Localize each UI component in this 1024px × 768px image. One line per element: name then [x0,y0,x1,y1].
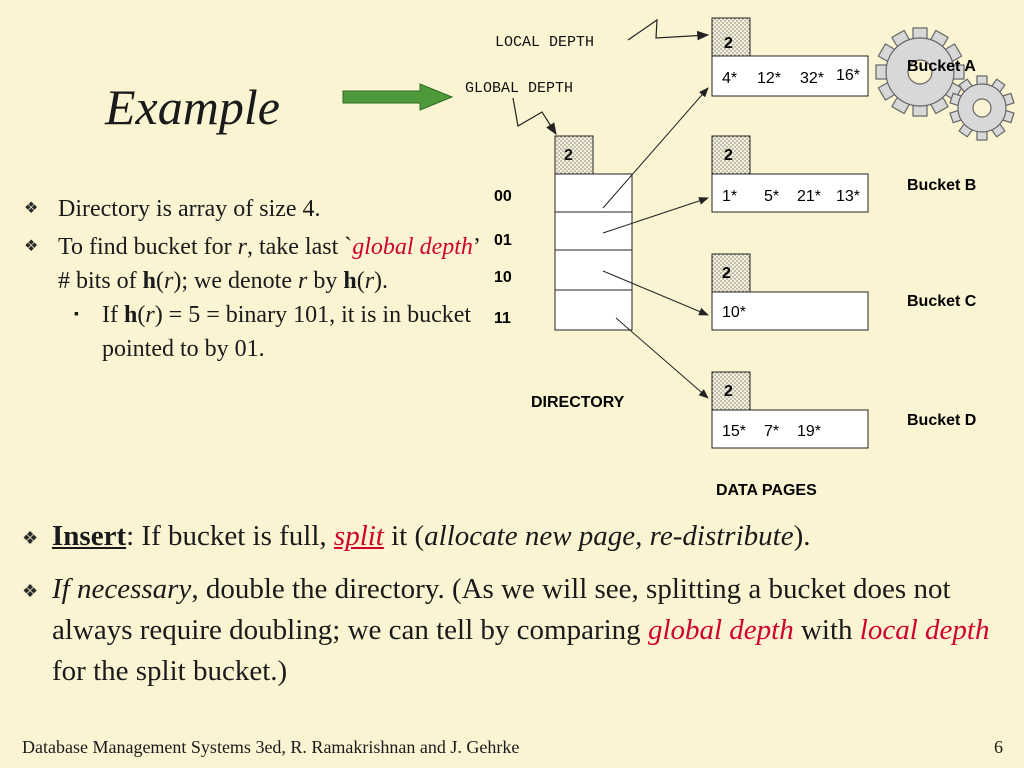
bucket-b-local-depth-box [711,135,751,175]
local-depth-label: LOCAL DEPTH [495,34,594,51]
double-directory-text: If necessary, double the directory. (As … [52,573,990,687]
bucket-b-entry: 13* [836,188,860,205]
global-depth-box [554,135,594,175]
bucket-d-entry: 15* [722,423,746,440]
bottom-bullet-list: ❖ Insert: If bucket is full, split it (a… [22,516,1007,704]
bucket-a-local-depth: 2 [724,35,733,52]
insert-text: Insert: If bucket is full, split it (all… [52,520,811,552]
bullet-text: Directory is array of size 4. [58,196,321,222]
global-depth-label: GLOBAL DEPTH [465,80,573,97]
directory-cell-11 [554,289,633,331]
bucket-d-entry: 19* [797,423,821,440]
bucket-a-name: Bucket A [907,58,976,75]
data-pages-label: DATA PAGES [716,482,817,499]
diamond-bullet-icon: ❖ [22,528,39,548]
bucket-c-page [711,291,869,331]
bucket-c-entry: 10* [722,304,746,321]
diamond-bullet-icon: ❖ [22,581,39,601]
gear-icon [949,75,1015,141]
bucket-a-entry: 32* [800,70,824,87]
bucket-d-local-depth-box [711,371,751,411]
bucket-c-name: Bucket C [907,293,977,310]
directory-label: DIRECTORY [531,394,625,411]
page-number: 6 [994,737,1003,757]
bucket-d-page [711,409,869,449]
bucket-b-name: Bucket B [907,177,976,194]
bucket-b-local-depth: 2 [724,147,733,164]
pointer-11-to-bucket-d [615,317,709,399]
bucket-a-entry: 4* [722,70,737,87]
bucket-c-local-depth: 2 [722,265,731,282]
bucket-a-entry: 12* [757,70,781,87]
global-depth-arrow [512,97,557,136]
bullet-text: To find bucket for r, take last `global … [58,234,480,294]
bucket-b-page [711,173,869,213]
directory-cell-00 [554,173,633,213]
bucket-d-entry: 7* [764,423,779,440]
bucket-a-page [711,55,869,97]
sub-bullet-item: ▪ If h(r) = 5 = binary 101, it is in buc… [22,298,492,366]
directory-cell-10 [554,249,633,291]
footer-citation: Database Management Systems 3ed, R. Rama… [22,737,520,757]
directory-index-11: 11 [494,310,511,327]
global-depth-value: 2 [564,147,573,164]
gear-icon [875,27,965,117]
bucket-a-entry: 16* [836,67,860,84]
bucket-b-entry: 5* [764,188,779,205]
insert-bullet: ❖ Insert: If bucket is full, split it (a… [22,516,1007,557]
directory-index-00: 00 [494,188,512,205]
bucket-c-local-depth-box [711,253,751,293]
bullet-item: ❖ To find bucket for r, take last `globa… [22,230,492,298]
bucket-a-local-depth-box [711,17,751,57]
bucket-d-name: Bucket D [907,412,976,429]
bucket-d-local-depth: 2 [724,383,733,400]
directory-index-10: 10 [494,269,512,286]
diamond-bullet-icon: ❖ [24,238,39,255]
sub-bullet-text: If h(r) = 5 = binary 101, it is in bucke… [102,302,472,362]
slide-title: Example [105,79,280,135]
bullet-list: ❖ Directory is array of size 4. ❖ To fin… [22,192,492,366]
bucket-b-entry: 21* [797,188,821,205]
pointer-00-to-bucket-a [602,87,709,209]
green-arrow-icon [342,83,454,111]
pointer-10-to-bucket-c [602,270,709,316]
directory-cell-01 [554,211,633,251]
double-directory-bullet: ❖ If necessary, double the directory. (A… [22,569,1007,692]
diamond-bullet-icon: ❖ [24,200,39,217]
bucket-b-entry: 1* [722,188,737,205]
square-bullet-icon: ▪ [74,307,79,322]
pointer-01-to-bucket-b [602,197,709,234]
bullet-item: ❖ Directory is array of size 4. [22,192,492,226]
directory-index-01: 01 [494,232,512,249]
local-depth-arrow [627,18,710,41]
